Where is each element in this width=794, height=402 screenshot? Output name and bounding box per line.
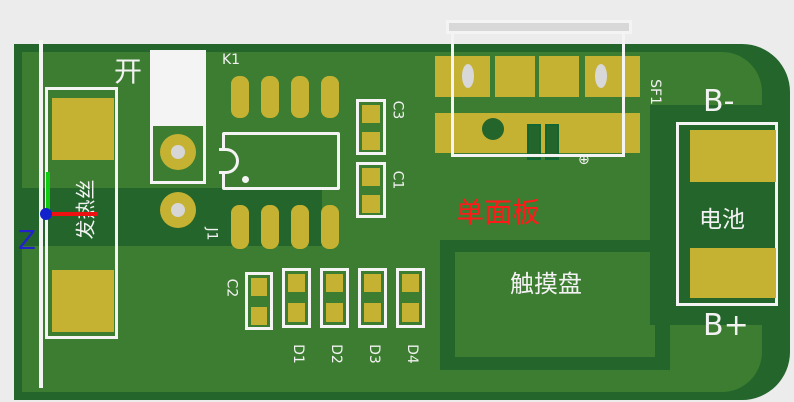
c1-label: C1: [389, 170, 406, 190]
axis-origin: [40, 208, 52, 220]
k1-label: K1: [222, 52, 241, 68]
ic-pad: [321, 205, 339, 249]
axis-y-arrow: [46, 172, 50, 214]
usb-slot: [527, 124, 541, 160]
heater-pad-1: [52, 98, 114, 160]
switch-outline: [150, 50, 206, 184]
ic-pad: [231, 205, 249, 249]
ic-pad: [291, 205, 309, 249]
d1-label: D1: [289, 344, 306, 364]
axis-z-label: Z: [18, 226, 36, 256]
d1-outline: [282, 268, 311, 328]
usb-shell: [446, 20, 632, 34]
usb-outline: [451, 32, 625, 157]
c2-label: C2: [223, 278, 240, 298]
single-sided-label: 单面板: [456, 196, 541, 229]
touch-pad-label: 触摸盘: [510, 270, 582, 298]
usb-pad: [585, 56, 640, 97]
j1-label: J1: [203, 227, 220, 241]
battery-label: 电池: [699, 207, 745, 233]
switch-hole-2: [160, 192, 196, 228]
usb-hole: [595, 64, 607, 88]
usb-slot: [545, 124, 559, 160]
usb-hole: [462, 64, 474, 88]
usb-pad: [495, 56, 535, 97]
battery-pad-pos: [690, 248, 776, 298]
c1-outline: [356, 162, 386, 218]
c3-outline: [356, 99, 386, 155]
ic-pad: [261, 76, 279, 118]
c3-label: C3: [389, 100, 406, 120]
sf1-label: SF1: [646, 79, 663, 105]
ic-pad: [261, 205, 279, 249]
ic-pad: [291, 76, 309, 118]
d4-label: D4: [403, 344, 420, 364]
battery-pad-neg: [690, 130, 776, 182]
ic-pin1-dot: [242, 176, 249, 183]
axis-x-arrow: [46, 212, 98, 216]
d3-label: D3: [365, 344, 382, 364]
d2-label: D2: [327, 344, 344, 364]
b-plus-label: B+: [703, 308, 749, 343]
usb-via: [482, 118, 504, 140]
d3-outline: [358, 268, 387, 328]
c2-outline: [245, 272, 273, 330]
touch-pad-area: [455, 252, 655, 357]
switch-body: [153, 50, 203, 126]
ic-pad: [231, 76, 249, 118]
switch-hole-1: [160, 134, 196, 170]
ic-outline: [222, 132, 340, 190]
heater-label: 发热丝: [73, 179, 98, 240]
b-minus-label: B-: [703, 84, 735, 119]
d4-outline: [396, 268, 425, 328]
heater-pad-2: [52, 270, 114, 332]
origin-marker-icon: ⊕: [578, 152, 590, 168]
ic-pad: [321, 76, 339, 118]
ic-notch: [219, 148, 239, 174]
usb-pad: [539, 56, 579, 97]
d2-outline: [320, 268, 349, 328]
switch-label: 开: [114, 55, 143, 88]
battery-outline: [676, 122, 778, 306]
